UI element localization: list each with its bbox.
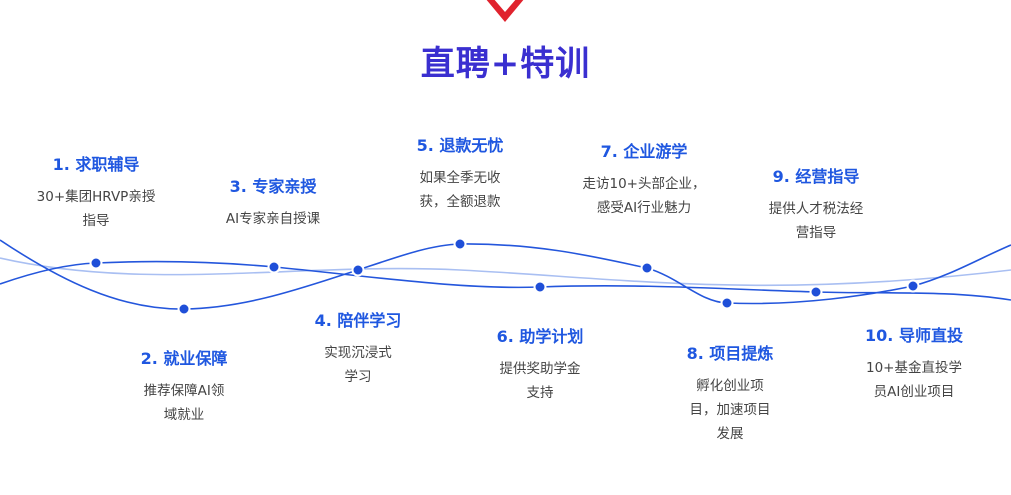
timeline-dot-7 xyxy=(640,261,654,275)
step-description: AI专家亲自授课 xyxy=(183,207,363,231)
step-desc-line: 如果全季无收 xyxy=(419,170,501,186)
step-desc-line: 孵化创业项 xyxy=(696,378,764,394)
timeline-dot-5 xyxy=(453,237,467,251)
timeline-dot-4 xyxy=(351,263,365,277)
step-desc-line: 推荐保障AI领 xyxy=(143,383,225,399)
step-title: 2. 就业保障 xyxy=(140,349,228,368)
step-title: 8. 项目提炼 xyxy=(686,344,774,363)
brand-logo-icon xyxy=(486,0,524,22)
step-desc-line: 提供奖助学金 xyxy=(499,361,581,377)
step-title: 7. 企业游学 xyxy=(600,142,688,161)
timeline-dot-3 xyxy=(267,260,281,274)
step-desc-line: 学习 xyxy=(344,369,372,385)
step-6: 6. 助学计划 提供奖助学金 支持 xyxy=(450,323,630,405)
step-title: 1. 求职辅导 xyxy=(52,155,140,174)
step-title: 5. 退款无忧 xyxy=(416,136,504,155)
step-description: 如果全季无收 获，全额退款 xyxy=(370,166,550,214)
step-3: 3. 专家亲授 AI专家亲自授课 xyxy=(183,173,363,231)
step-4: 4. 陪伴学习 实现沉浸式 学习 xyxy=(268,307,448,389)
step-desc-line: 员AI创业项目 xyxy=(873,384,955,400)
step-8: 8. 项目提炼 孵化创业项 目，加速项目 发展 xyxy=(640,340,820,446)
step-2: 2. 就业保障 推荐保障AI领 域就业 xyxy=(94,345,274,427)
step-description: 提供人才税法经 营指导 xyxy=(726,197,906,245)
step-description: 孵化创业项 目，加速项目 发展 xyxy=(640,374,820,446)
step-1: 1. 求职辅导 30+集团HRVP亲授 指导 xyxy=(6,151,186,233)
step-description: 10+基金直投学 员AI创业项目 xyxy=(824,356,1004,404)
step-desc-line: 10+基金直投学 xyxy=(866,360,962,376)
step-desc-line: 30+集团HRVP亲授 xyxy=(36,189,156,205)
step-desc-line: 实现沉浸式 xyxy=(324,345,392,361)
step-desc-line: 获，全额退款 xyxy=(419,194,501,210)
step-description: 30+集团HRVP亲授 指导 xyxy=(6,185,186,233)
step-description: 实现沉浸式 学习 xyxy=(268,341,448,389)
step-7: 7. 企业游学 走访10+头部企业， 感受AI行业魅力 xyxy=(554,138,734,220)
timeline-dot-6 xyxy=(533,280,547,294)
step-desc-line: 指导 xyxy=(82,213,110,229)
step-description: 推荐保障AI领 域就业 xyxy=(94,379,274,427)
step-title: 6. 助学计划 xyxy=(496,327,584,346)
step-desc-line: 提供人才税法经 xyxy=(768,201,864,217)
step-desc-line: 发展 xyxy=(716,426,744,442)
timeline-dot-1 xyxy=(89,256,103,270)
step-description: 走访10+头部企业， 感受AI行业魅力 xyxy=(554,172,734,220)
timeline-dot-2 xyxy=(177,302,191,316)
step-title: 3. 专家亲授 xyxy=(229,177,317,196)
step-title: 10. 导师直投 xyxy=(865,326,963,345)
step-desc-line: 营指导 xyxy=(795,225,837,241)
step-desc-line: 走访10+头部企业， xyxy=(582,176,706,192)
step-description: 提供奖助学金 支持 xyxy=(450,357,630,405)
step-9: 9. 经营指导 提供人才税法经 营指导 xyxy=(726,163,906,245)
step-desc-line: 目，加速项目 xyxy=(689,402,771,418)
step-title: 9. 经营指导 xyxy=(772,167,860,186)
step-desc-line: 支持 xyxy=(526,385,554,401)
step-title: 4. 陪伴学习 xyxy=(314,311,402,330)
step-5: 5. 退款无忧 如果全季无收 获，全额退款 xyxy=(370,132,550,214)
timeline-dot-9 xyxy=(809,285,823,299)
curve-a xyxy=(0,260,1011,301)
step-desc-line: 感受AI行业魅力 xyxy=(596,200,692,216)
timeline-dot-8 xyxy=(720,296,734,310)
timeline-dot-10 xyxy=(906,279,920,293)
step-desc-line: AI专家亲自授课 xyxy=(225,211,321,227)
page-title: 直聘+特训 xyxy=(420,44,591,84)
step-10: 10. 导师直投 10+基金直投学 员AI创业项目 xyxy=(824,322,1004,404)
step-desc-line: 域就业 xyxy=(163,407,205,423)
curve-light xyxy=(0,257,1011,287)
